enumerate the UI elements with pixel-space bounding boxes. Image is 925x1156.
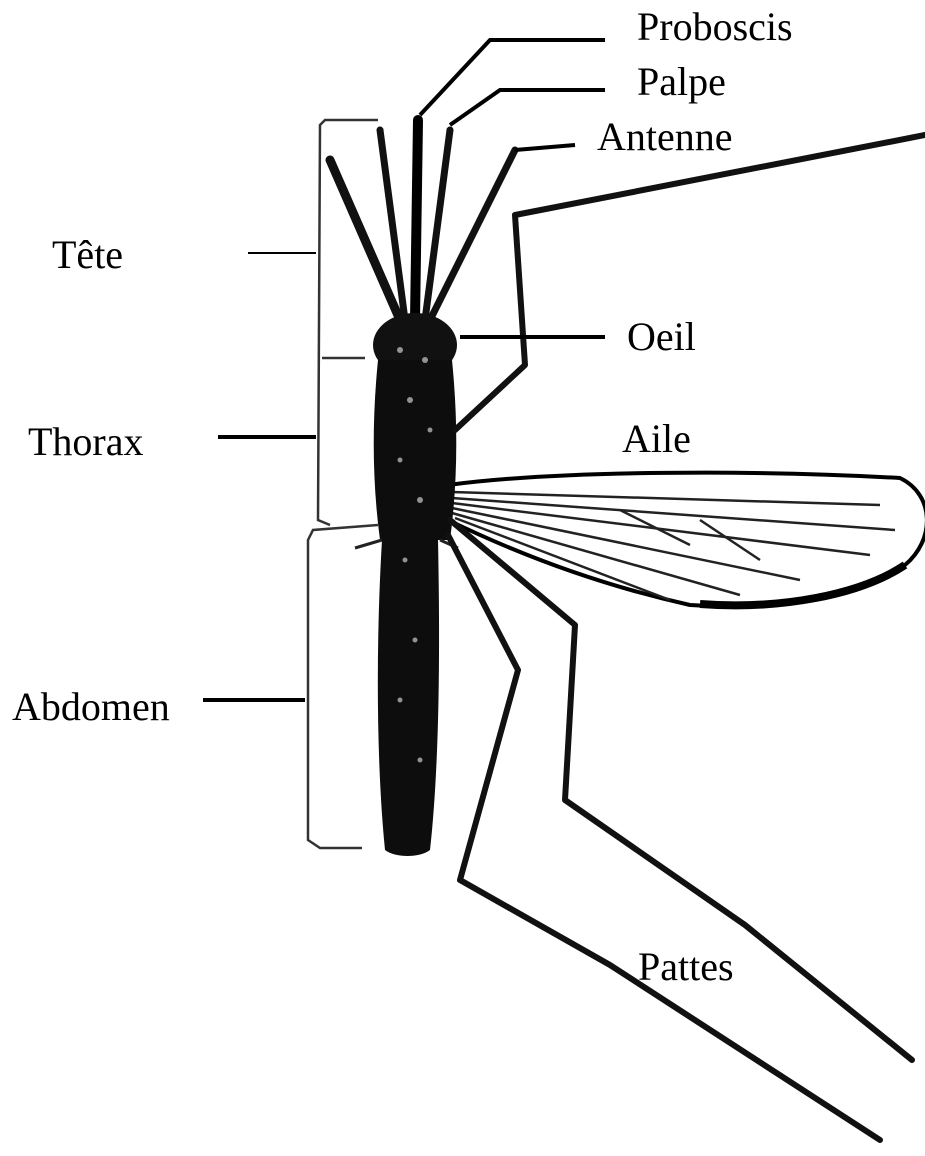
label-proboscis: Proboscis <box>637 4 793 49</box>
head-appendages <box>330 120 515 320</box>
label-oeil: Oeil <box>627 314 696 359</box>
wing <box>448 473 925 607</box>
label-palpe: Palpe <box>637 59 726 104</box>
label-abdomen: Abdomen <box>12 684 170 729</box>
mosquito-body <box>355 313 458 856</box>
label-tete: Tête <box>52 232 123 277</box>
legs <box>448 135 925 1140</box>
label-thorax: Thorax <box>28 419 144 464</box>
label-antenne: Antenne <box>597 114 733 159</box>
label-pattes: Pattes <box>638 944 734 989</box>
label-aile: Aile <box>622 416 691 461</box>
brackets <box>308 120 378 848</box>
